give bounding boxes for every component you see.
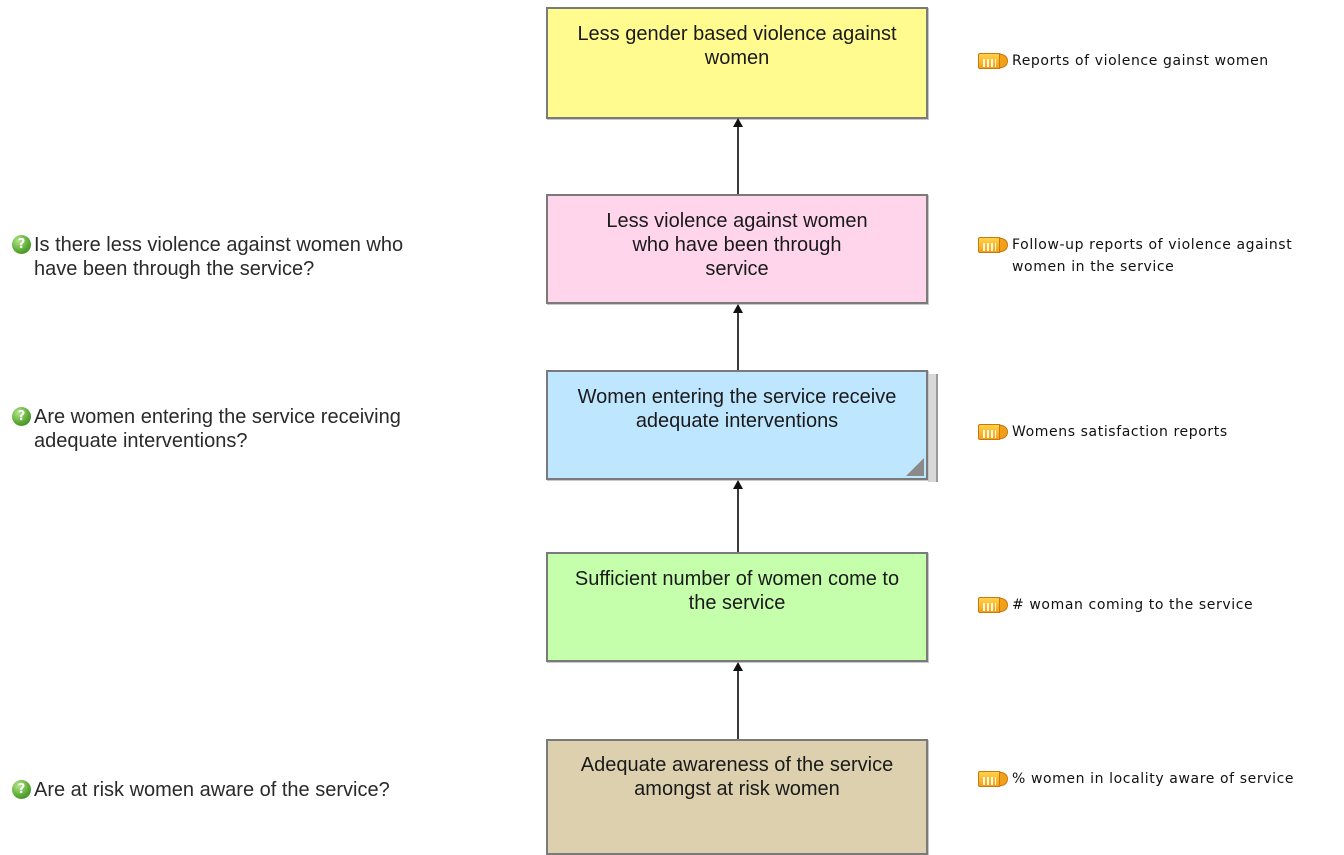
connector-line [737,669,739,739]
indicator-icon [978,597,1008,613]
outcome-box-1[interactable]: Less gender based violence against women [546,7,928,119]
arrow-head-icon [733,662,743,671]
connector-line [737,125,739,194]
indicator-text: Follow-up reports of violence against wo… [1012,237,1293,275]
indicator-4[interactable]: # woman coming to the service [978,594,1328,616]
indicator-icon [978,424,1008,440]
arrow-head-icon [733,118,743,127]
question-icon: ? [12,235,31,254]
note-shadow [928,374,938,482]
connector-line [737,311,739,370]
indicator-3[interactable]: Womens satisfaction reports [978,421,1328,443]
indicator-text: Reports of violence gainst women [1012,53,1269,69]
outcome-box-3[interactable]: Women entering the service receive adequ… [546,370,928,480]
outcome-label: Adequate awareness of the service amongs… [580,754,894,800]
outcome-box-2[interactable]: Less violence against women who have bee… [546,194,928,304]
indicator-text: % women in locality aware of service [1012,771,1295,787]
indicator-2[interactable]: Follow-up reports of violence against wo… [978,234,1308,278]
question-3[interactable]: ? Are at risk women aware of the service… [12,778,412,802]
outcome-label: Women entering the service receive adequ… [577,386,897,432]
indicator-icon [978,53,1008,69]
connector-line [737,487,739,552]
question-2[interactable]: ? Are women entering the service receivi… [12,405,442,453]
question-icon: ? [12,780,31,799]
outcome-label: Sufficient number of women come to the s… [574,568,900,614]
question-text: Are women entering the service receiving… [34,406,401,452]
arrow-head-icon [733,304,743,313]
indicator-text: # woman coming to the service [1012,597,1254,613]
question-1[interactable]: ? Is there less violence against women w… [12,233,412,281]
indicator-icon [978,237,1008,253]
indicator-text: Womens satisfaction reports [1012,424,1228,440]
question-text: Are at risk women aware of the service? [34,779,390,801]
question-text: Is there less violence against women who… [34,234,404,280]
arrow-head-icon [733,480,743,489]
note-corner-icon [906,458,924,476]
indicator-5[interactable]: % women in locality aware of service [978,768,1308,790]
outcome-box-5[interactable]: Adequate awareness of the service amongs… [546,739,928,855]
indicator-icon [978,771,1008,787]
outcome-label: Less gender based violence against women [577,23,897,69]
outcome-label: Less violence against women who have bee… [606,210,868,280]
question-icon: ? [12,407,31,426]
indicator-1[interactable]: Reports of violence gainst women [978,50,1340,72]
outcome-box-4[interactable]: Sufficient number of women come to the s… [546,552,928,662]
